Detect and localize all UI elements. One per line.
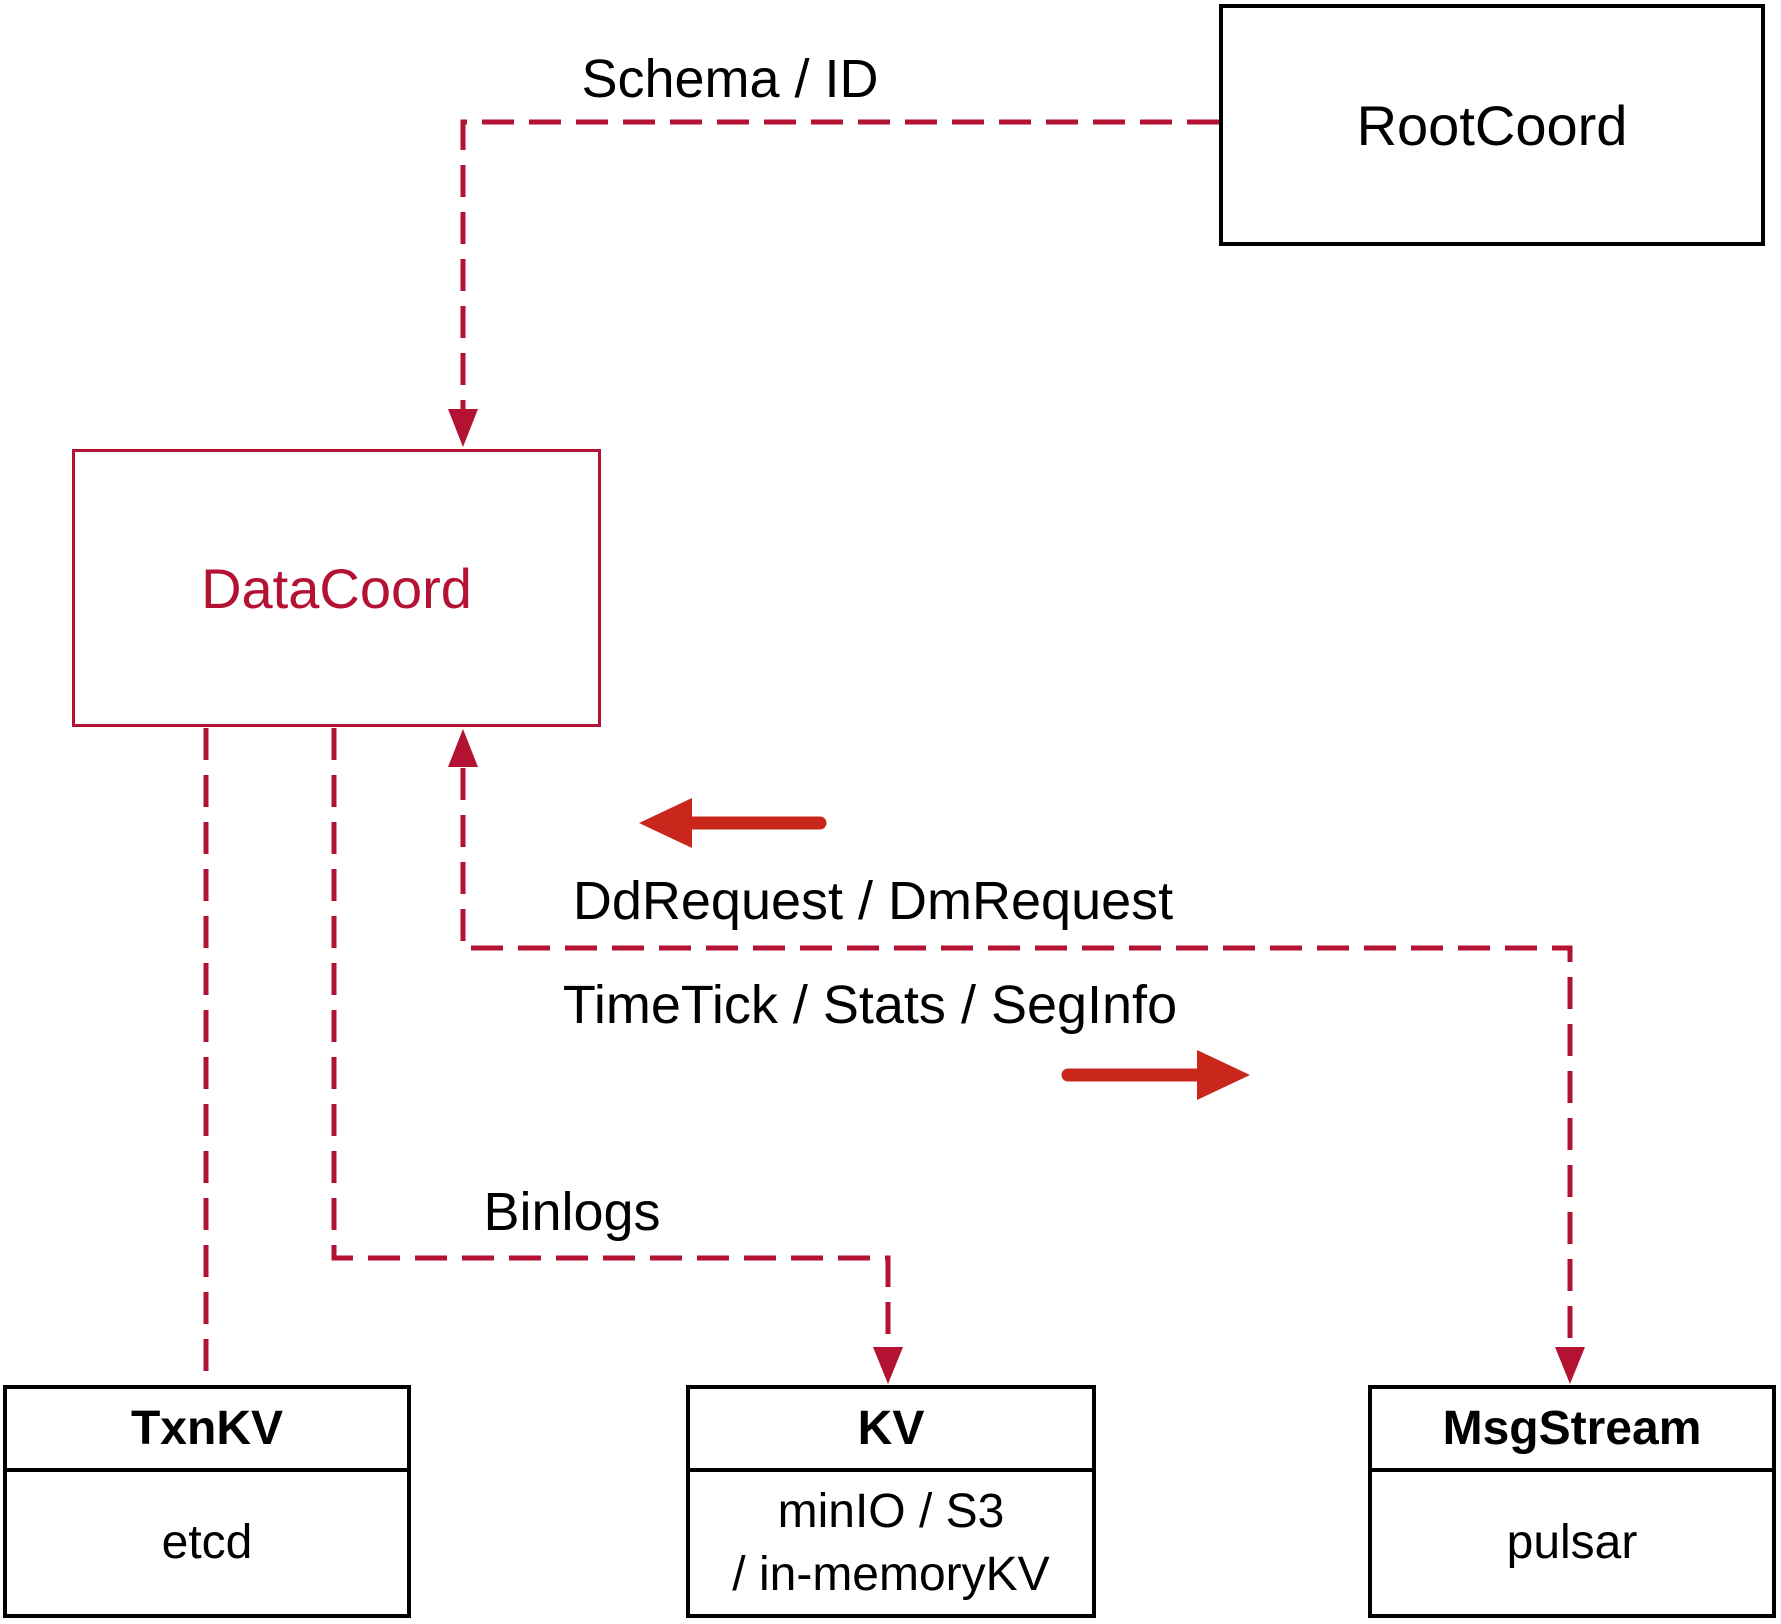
binlogs-label: Binlogs <box>483 1182 661 1242</box>
flow-left-arrow-icon <box>639 798 827 848</box>
schema-id-arrowhead-icon <box>448 409 478 447</box>
txnkv-box: TxnKV etcd <box>3 1385 411 1618</box>
txnkv-body: etcd <box>7 1472 407 1614</box>
schema-id-connector <box>460 119 1219 410</box>
rootcoord-title: RootCoord <box>1356 93 1628 157</box>
kv-impl-line2: / in-memoryKV <box>732 1548 1050 1601</box>
timetick-stats-seginfo-label: TimeTick / Stats / SegInfo <box>562 975 1178 1035</box>
flow-right-arrow-icon <box>1061 1050 1250 1100</box>
datacoord-up-arrowhead-icon <box>448 729 478 767</box>
msgstream-box: MsgStream pulsar <box>1368 1385 1776 1618</box>
txnkv-header: TxnKV <box>7 1389 407 1472</box>
kv-header: KV <box>690 1389 1092 1472</box>
kv-impl-line1: minIO / S3 <box>777 1484 1005 1538</box>
msgstream-impl: pulsar <box>1506 1516 1638 1570</box>
ddrequest-timetick-connector <box>460 768 1573 1346</box>
msgstream-header: MsgStream <box>1372 1389 1772 1472</box>
ddrequest-dmrequest-label: DdRequest / DmRequest <box>572 871 1174 931</box>
txnkv-impl: etcd <box>161 1516 253 1570</box>
datacoord-box: DataCoord <box>72 449 601 727</box>
datacoord-title: DataCoord <box>201 556 472 620</box>
msgstream-body: pulsar <box>1372 1472 1772 1614</box>
rootcoord-box: RootCoord <box>1219 4 1765 246</box>
binlogs-arrowhead-icon <box>873 1347 903 1384</box>
msgstream-arrowhead-icon <box>1555 1347 1585 1384</box>
kv-box: KV minIO / S3 / in-memoryKV <box>686 1385 1096 1618</box>
binlogs-connector <box>331 728 891 1346</box>
schema-id-label: Schema / ID <box>581 49 879 109</box>
kv-body: minIO / S3 / in-memoryKV <box>690 1472 1092 1614</box>
